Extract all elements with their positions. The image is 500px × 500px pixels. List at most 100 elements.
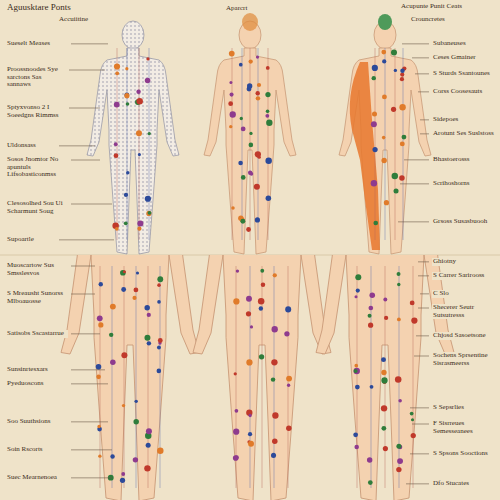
meridian-line [268, 48, 269, 240]
acupoint-dot [255, 217, 260, 222]
acupoint-dot [132, 296, 136, 300]
acupoint-dot [398, 399, 402, 403]
acupoint-dot [137, 227, 141, 231]
acupoint-dot [115, 71, 119, 75]
leader-line [71, 449, 112, 450]
acupoint-dot [136, 130, 142, 136]
leader-line [418, 91, 429, 92]
point-label: Arotunt Ses Suslstoss [432, 130, 496, 138]
point-label: S Sturds Ssantounes [432, 70, 496, 78]
acupoint-dot [266, 120, 272, 126]
acupoint-dot [147, 341, 151, 345]
acupoint-dot [137, 220, 143, 226]
leader-line [418, 275, 429, 276]
acupoint-dot [97, 425, 100, 428]
acupoint-dot [392, 173, 398, 179]
point-label: Scrihoshorns [432, 180, 496, 188]
point-label: Corss Coosesauts [432, 88, 496, 96]
leader-line [420, 293, 429, 294]
point-label: Aparcrt [225, 5, 275, 13]
acupoint-dot [381, 370, 386, 375]
body-figure [61, 255, 199, 500]
acupoint-dot [120, 478, 125, 483]
acupoint-dot [97, 315, 103, 321]
acupoint-dot [256, 91, 260, 95]
body-figure [339, 21, 431, 254]
acupoint-dot [121, 287, 126, 292]
leader-line [71, 369, 105, 370]
acupoint-dot [396, 444, 401, 449]
point-label: S Spsons Sooctions [432, 450, 496, 458]
point-label: Chjosd Sasoetsone [432, 332, 496, 340]
head-marker [242, 13, 258, 31]
acupoint-dot [157, 276, 163, 282]
acupoint-dot [248, 432, 252, 436]
leader-line [69, 108, 100, 109]
acupoint-dot [372, 65, 378, 71]
acupoint-dot [250, 325, 253, 328]
point-label: Ceses Gmainer [432, 54, 496, 62]
meridian-line [385, 48, 386, 240]
leader-line [59, 145, 95, 146]
acupoint-dot [368, 323, 373, 328]
acupoint-dot [241, 175, 246, 180]
acupoint-dot [146, 443, 151, 448]
leader-line [418, 261, 429, 262]
acupoint-dot [356, 289, 360, 293]
leader-line [71, 383, 108, 384]
acupoint-dot [396, 467, 401, 472]
acupoint-dot [248, 170, 252, 174]
acupoint-dot [240, 219, 245, 224]
acupoint-dot [400, 72, 404, 76]
acupoint-dot [96, 364, 102, 370]
acupoint-dot [126, 102, 130, 106]
leader-line [410, 407, 429, 408]
leader-line [71, 204, 112, 205]
acupoint-dot [158, 338, 163, 343]
point-label: Sunsinrtesxars [6, 366, 68, 374]
acupoint-dot [354, 445, 359, 450]
acupoint-dot [246, 296, 252, 302]
leader-line [412, 424, 429, 425]
acupoint-dot [238, 161, 243, 166]
acupoint-dot [126, 171, 129, 174]
acupoint-dot [410, 412, 414, 416]
point-label: Acupunte Punit Ceats [400, 3, 496, 11]
acupoint-dot [384, 316, 388, 320]
point-label: Sosos Jnomtor No apuntuls Lifsobasticonm… [6, 156, 68, 179]
point-label: Grsoss Susasbuooh [432, 218, 496, 226]
acupoint-dot [381, 405, 387, 411]
acupoint-dot [355, 274, 361, 280]
acupoint-dot [272, 412, 278, 418]
leader-line [71, 477, 112, 478]
acupoint-dot [266, 110, 270, 114]
acupoint-dot [394, 188, 399, 193]
leader-line [416, 335, 429, 336]
acupoint-dot [368, 314, 372, 318]
acupoint-dot [157, 346, 161, 350]
point-label: Uldonsass [6, 142, 56, 150]
acupoint-dot [136, 98, 142, 104]
acupoint-dot [395, 376, 402, 383]
point-label: Soin Rscorts [6, 446, 68, 454]
acupoint-dot [110, 359, 116, 365]
meridian-line [148, 266, 149, 488]
point-label: Sochens Sprsentine Sisrasmeerss [432, 352, 496, 367]
acupoint-dot [248, 441, 254, 447]
acupoint-dot [411, 433, 416, 438]
acupoint-dot [372, 76, 376, 80]
acupoint-dot [121, 472, 125, 476]
point-label: Subaneuses [432, 40, 496, 48]
acupoint-dot [410, 300, 415, 305]
acupoint-dot [233, 429, 239, 435]
acupoint-dot [229, 81, 232, 84]
acupoint-dot [115, 227, 119, 231]
acupoint-dot [367, 457, 372, 462]
acupoint-dot [391, 107, 396, 112]
leader-line [415, 73, 429, 74]
acupoint-dot [110, 304, 116, 310]
acupoint-dot [138, 153, 141, 156]
leader-line [420, 119, 429, 120]
